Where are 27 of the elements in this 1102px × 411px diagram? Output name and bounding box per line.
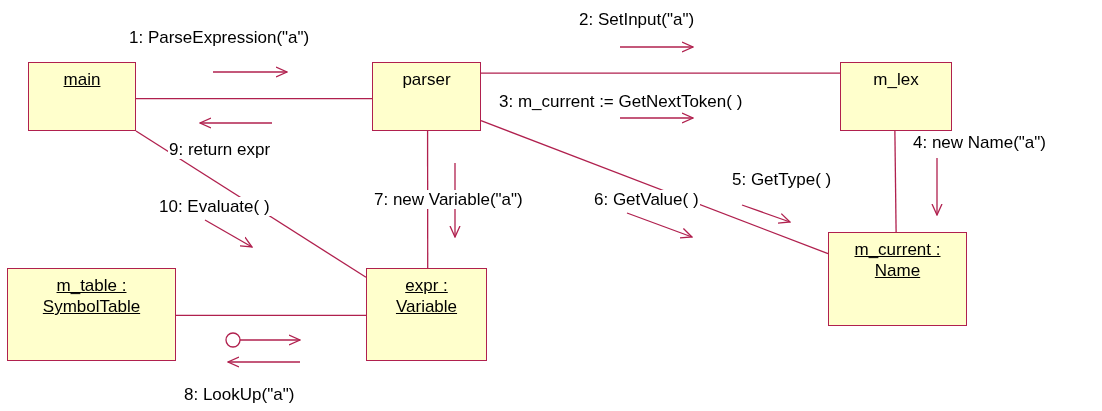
message-label: 1: ParseExpression("a"): [128, 28, 311, 47]
link-line: [894, 130, 897, 233]
link-line: [135, 97, 373, 100]
object-box: [7, 268, 176, 361]
message-label: 5: GetType( ): [731, 170, 833, 189]
object-box: [372, 62, 481, 131]
object-name: parser: [402, 69, 451, 90]
message-label: 10: Evaluate( ): [158, 197, 271, 216]
object-box: [28, 62, 136, 131]
object-box: [366, 268, 487, 361]
message-label: 9: return expr: [168, 140, 272, 159]
link-line: [480, 120, 829, 255]
message-label: 3: m_current := GetNextToken( ): [498, 92, 744, 111]
object-name: m_current : Name: [853, 239, 942, 281]
message-label: 4: new Name("a"): [912, 133, 1047, 152]
link-line: [175, 314, 367, 317]
object-box: [828, 232, 967, 326]
object-box: [840, 62, 952, 131]
message-label: 8: LookUp("a"): [183, 385, 296, 404]
object-name: expr : Variable: [394, 275, 459, 317]
link-line: [480, 72, 841, 74]
message-label: 6: GetValue( ): [593, 190, 700, 209]
message-label: 7: new Variable("a"): [373, 190, 524, 209]
object-name: m_lex: [873, 69, 919, 90]
object-name: main: [63, 69, 101, 90]
message-label: 2: SetInput("a"): [578, 10, 696, 29]
object-name: m_table : SymbolTable: [41, 275, 142, 317]
